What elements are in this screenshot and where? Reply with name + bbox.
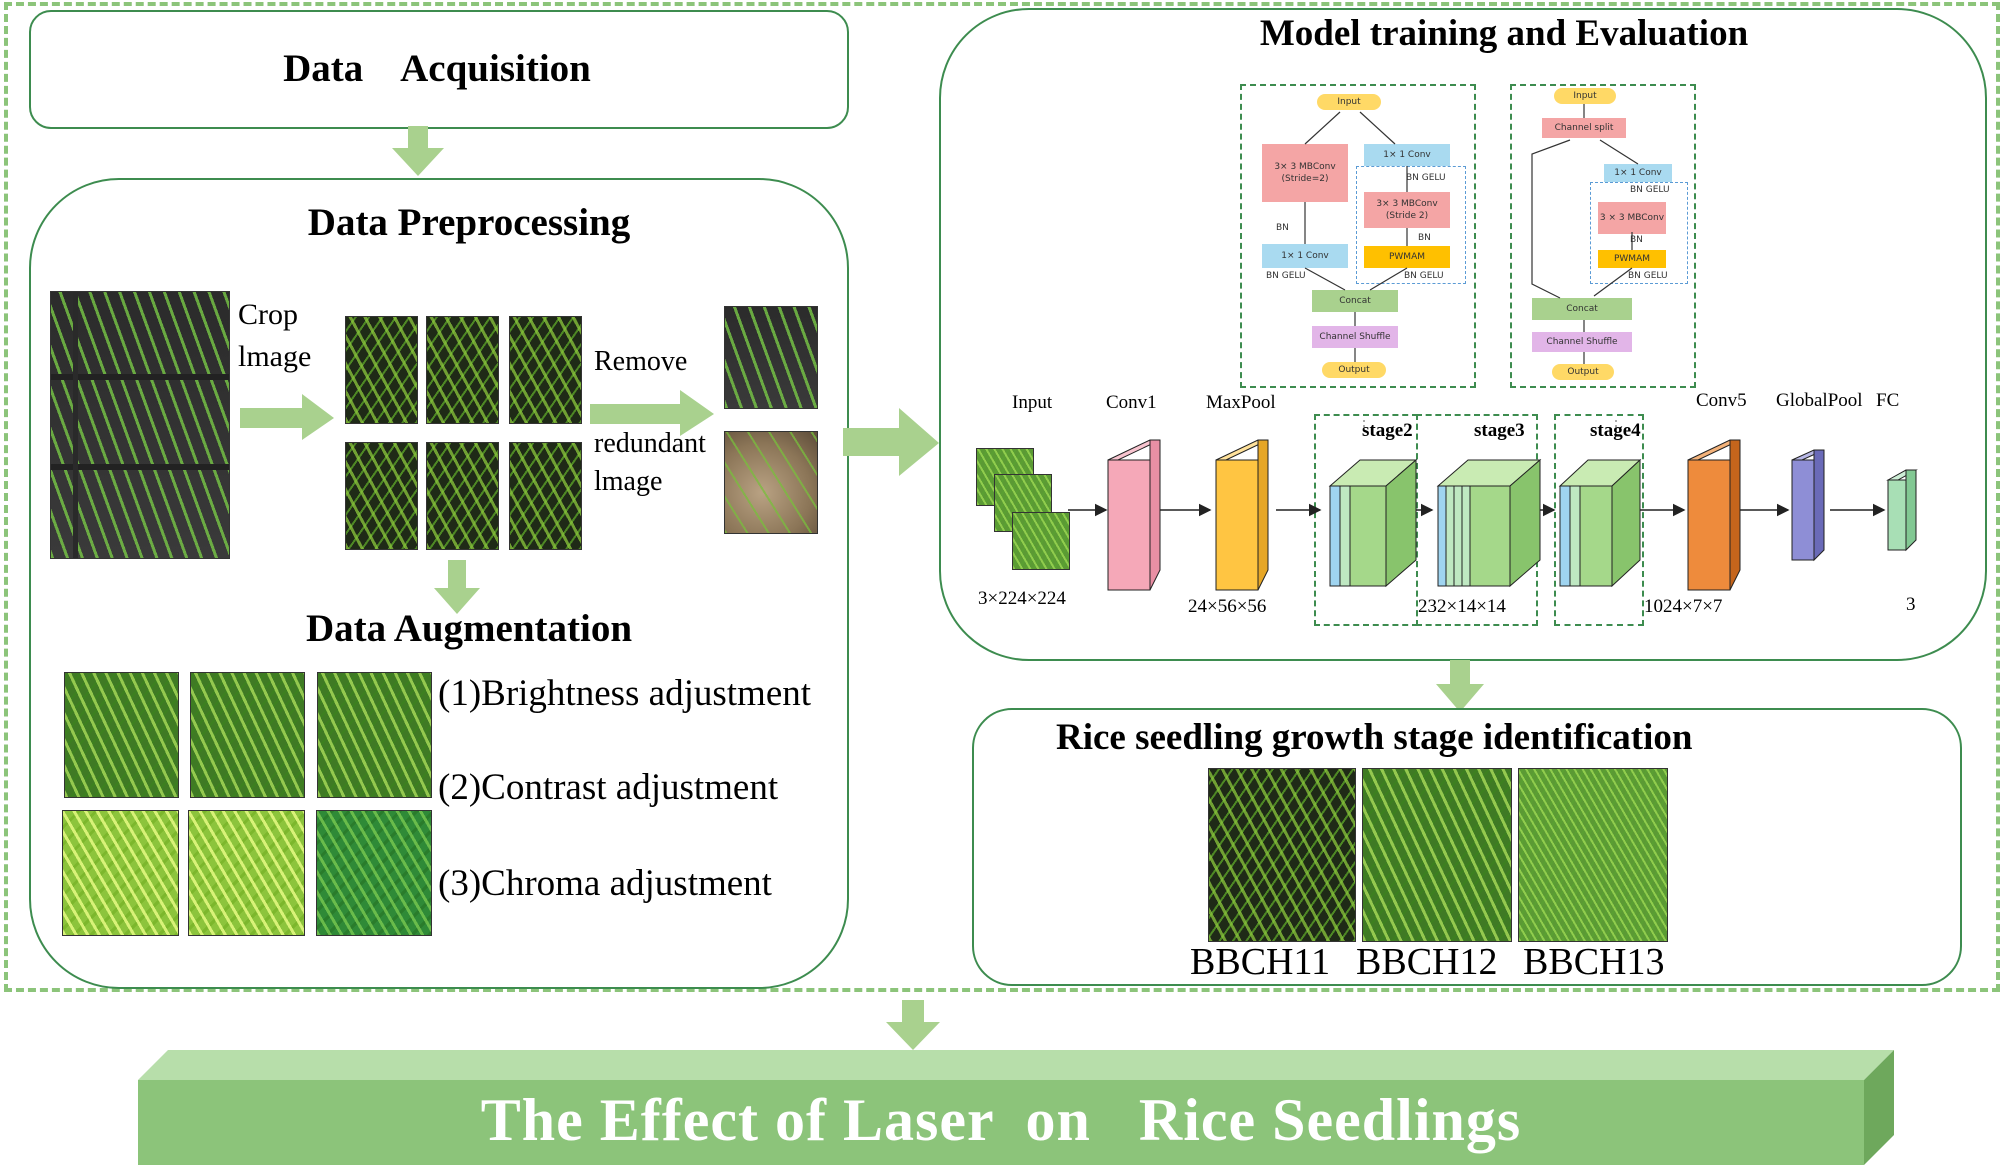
block2-inner-dashed — [1590, 182, 1688, 284]
stage-label-bbch13: BBCH13 — [1523, 941, 1665, 983]
block2-bn: BN — [1630, 235, 1643, 245]
redundant-label: redundant — [594, 428, 706, 459]
augmentation-item-brightness: (1)Brightness adjustment — [438, 673, 812, 714]
block2-channel-split: Channel split — [1542, 118, 1626, 138]
cropped-image-1 — [345, 316, 418, 424]
block2-output: Output — [1552, 364, 1614, 380]
augmentation-item-contrast: (2)Contrast adjustment — [438, 767, 779, 808]
block1-bn-gelu-bottom: BN GELU — [1404, 271, 1444, 281]
arrow-remove — [590, 390, 714, 436]
seedling-tray-image — [50, 291, 230, 559]
layer-label-input: Input — [1012, 392, 1053, 413]
cropped-image-4 — [345, 442, 418, 550]
block2-bn-gelu: BN GELU — [1630, 185, 1670, 195]
data-augmentation-title: Data Augmentation — [305, 607, 633, 650]
block1-bn-left: BN — [1276, 223, 1289, 233]
data-acquisition-title: Data Acquisition — [283, 47, 591, 90]
block2-concat: Concat — [1532, 298, 1632, 320]
layer-label-stage4: stage4 — [1590, 420, 1641, 441]
layer-label-maxpool: MaxPool — [1206, 392, 1276, 413]
block1-mbconv-left: 3× 3 MBConv (Stride=2) — [1262, 144, 1348, 202]
block1-connectors — [1304, 111, 1408, 362]
block1-channel-shuffle: Channel Shuffle — [1312, 326, 1398, 348]
block2-bn-gelu-bottom: BN GELU — [1628, 271, 1668, 281]
layer-label-conv1: Conv1 — [1106, 392, 1157, 413]
stage-label-bbch12: BBCH12 — [1356, 941, 1498, 983]
layer-label-globalpool: GlobalPool — [1776, 390, 1863, 411]
block2-input: Input — [1554, 88, 1616, 104]
block1-output: Output — [1322, 362, 1386, 378]
cropped-image-6 — [509, 442, 582, 550]
block2-dashed-frame — [1510, 84, 1696, 388]
dim-fc: 3 — [1906, 594, 1916, 615]
stage-image-bbch12 — [1362, 768, 1512, 942]
block1-inner-dashed — [1356, 166, 1466, 284]
block1-conv-left: 1× 1 Conv — [1262, 244, 1348, 268]
stage-image-bbch11 — [1208, 768, 1356, 942]
augmented-image-4 — [62, 810, 179, 936]
identification-title: Rice seedling growth stage identificatio… — [1056, 717, 1693, 758]
block1-conv-right: 1× 1 Conv — [1364, 144, 1450, 166]
block2-connectors — [1531, 104, 1639, 364]
augmentation-item-chroma: (3)Chroma adjustment — [438, 863, 772, 904]
block2-conv: 1× 1 Conv — [1604, 164, 1672, 182]
block1-dashed-frame — [1240, 84, 1476, 388]
augmented-image-3 — [317, 672, 432, 798]
block1-bn-gelu-left: BN GELU — [1266, 271, 1306, 281]
result-banner-shape — [138, 1050, 1894, 1165]
cropped-image-3 — [509, 316, 582, 424]
block1-bn-right: BN — [1418, 233, 1431, 243]
network-blocks — [1068, 420, 1918, 591]
redundant-image-label: lmage — [594, 466, 663, 497]
augmented-image-1 — [64, 672, 179, 798]
arrow-to-banner — [886, 1000, 940, 1050]
arrow-acq-to-preproc — [392, 126, 444, 176]
layer-label-conv5: Conv5 — [1696, 390, 1747, 411]
cropped-image-2 — [426, 316, 499, 424]
block2-mbconv: 3 × 3 MBConv — [1598, 202, 1666, 234]
dim-conv5: 1024×7×7 — [1644, 596, 1723, 617]
remove-label: Remove — [594, 346, 688, 377]
data-preprocessing-title: Data Preprocessing — [307, 201, 631, 244]
arrow-model-to-identification — [1436, 660, 1484, 712]
augmented-image-6 — [316, 810, 432, 936]
block2-pwmam: PWMAM — [1598, 250, 1666, 268]
cropped-image-5 — [426, 442, 499, 550]
block1-concat: Concat — [1312, 290, 1398, 312]
crop-label: Crop — [238, 298, 298, 331]
block1-bn-gelu-right: BN GELU — [1406, 173, 1446, 183]
layer-label-stage3: stage3 — [1474, 420, 1525, 441]
removed-image-1 — [724, 306, 818, 409]
dim-input: 3×224×224 — [978, 588, 1066, 609]
augmented-image-5 — [188, 810, 305, 936]
block1-pwmam: PWMAM — [1364, 246, 1450, 268]
dim-stage3: 232×14×14 — [1418, 596, 1506, 617]
outer-dashed-frame — [4, 2, 2000, 992]
model-training-title: Model training and Evaluation — [1259, 13, 1749, 54]
crop-image-label: lmage — [238, 340, 312, 373]
augmented-image-2 — [190, 672, 305, 798]
block2-channel-shuffle: Channel Shuffle — [1532, 332, 1632, 352]
layer-label-stage2: stage2 — [1362, 420, 1413, 441]
layer-label-fc: FC — [1876, 390, 1900, 411]
arrow-crop — [240, 394, 334, 440]
dim-maxpool: 24×56×56 — [1188, 596, 1267, 617]
stage4-dashed-box — [1554, 414, 1644, 626]
arrow-preproc-to-model — [843, 408, 939, 476]
result-banner-text: The Effect of Laser on Rice Seedlings — [480, 1087, 1522, 1153]
block1-input: Input — [1317, 94, 1381, 110]
input-image-3 — [1012, 512, 1070, 570]
removed-image-2 — [724, 431, 818, 534]
stage-image-bbch13 — [1518, 768, 1668, 942]
data-acquisition-box — [29, 10, 849, 129]
stage-label-bbch11: BBCH11 — [1190, 941, 1331, 983]
block1-mbconv-right: 3× 3 MBConv (Stride 2) — [1364, 192, 1450, 228]
arrow-to-augmentation — [434, 560, 480, 614]
